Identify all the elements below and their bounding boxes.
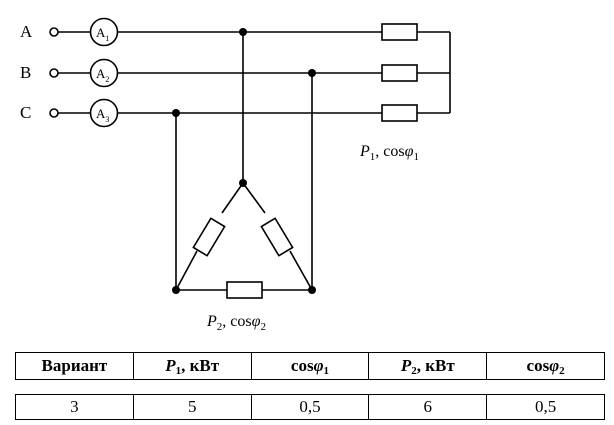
phase-label-c: C — [20, 103, 31, 122]
load1-resistor-a — [381, 23, 418, 41]
load2-resistor-left — [192, 217, 226, 257]
cell-p1: 5 — [132, 394, 252, 420]
delta-right-wire-1 — [242, 182, 266, 214]
node-delta-left — [172, 286, 180, 294]
load1-caption: P1, cosφ1 — [359, 143, 419, 163]
ammeter-a3 — [89, 98, 119, 128]
header-p1: P1, кВт — [132, 352, 252, 380]
table-row: 3 5 0,5 6 0,5 — [15, 394, 605, 420]
cell-cosphi2: 0,5 — [486, 394, 605, 420]
node-a-tap — [239, 28, 247, 36]
header-row: Вариант P1, кВт cosφ1 P2, кВт cosφ2 — [15, 352, 605, 380]
node-c-tap — [172, 109, 180, 117]
header-cosphi1: cosφ1 — [250, 352, 370, 380]
ammeter-a3-label: A3 — [96, 106, 109, 124]
phase-label-b: B — [20, 63, 31, 82]
load2-caption: P2, cosφ2 — [206, 313, 266, 333]
load1-resistor-b — [381, 64, 418, 82]
cell-cosphi1: 0,5 — [250, 394, 370, 420]
header-p2: P2, кВт — [368, 352, 488, 380]
parameter-header-table: Вариант P1, кВт cosφ1 P2, кВт cosφ2 — [15, 352, 605, 380]
terminal-c — [49, 108, 59, 118]
delta-right-wire-2 — [289, 250, 313, 291]
load2-resistor-right — [260, 217, 294, 257]
node-delta-top — [239, 179, 247, 187]
node-b-tap — [308, 69, 316, 77]
phase-label-a: A — [20, 22, 33, 41]
cell-variant: 3 — [15, 394, 134, 420]
circuit-diagram: A B C A1 A2 A3 P1, cosφ1 P2, cosφ2 — [20, 17, 451, 333]
terminal-b — [49, 68, 59, 78]
parameter-value-table: 3 5 0,5 6 0,5 — [15, 394, 605, 420]
ammeter-a2 — [89, 58, 119, 88]
load2-resistor-bottom — [226, 281, 263, 299]
delta-left-wire-2 — [175, 250, 198, 291]
header-variant: Вариант — [15, 352, 134, 380]
terminal-a — [49, 27, 59, 37]
ammeter-a1 — [89, 17, 119, 47]
delta-left-wire-1 — [221, 182, 244, 214]
load1-resistor-c — [381, 104, 418, 122]
header-cosphi2: cosφ2 — [486, 352, 605, 380]
cell-p2: 6 — [368, 394, 488, 420]
ammeter-a1-label: A1 — [96, 25, 109, 43]
node-delta-right — [308, 286, 316, 294]
ammeter-a2-label: A2 — [96, 66, 109, 84]
